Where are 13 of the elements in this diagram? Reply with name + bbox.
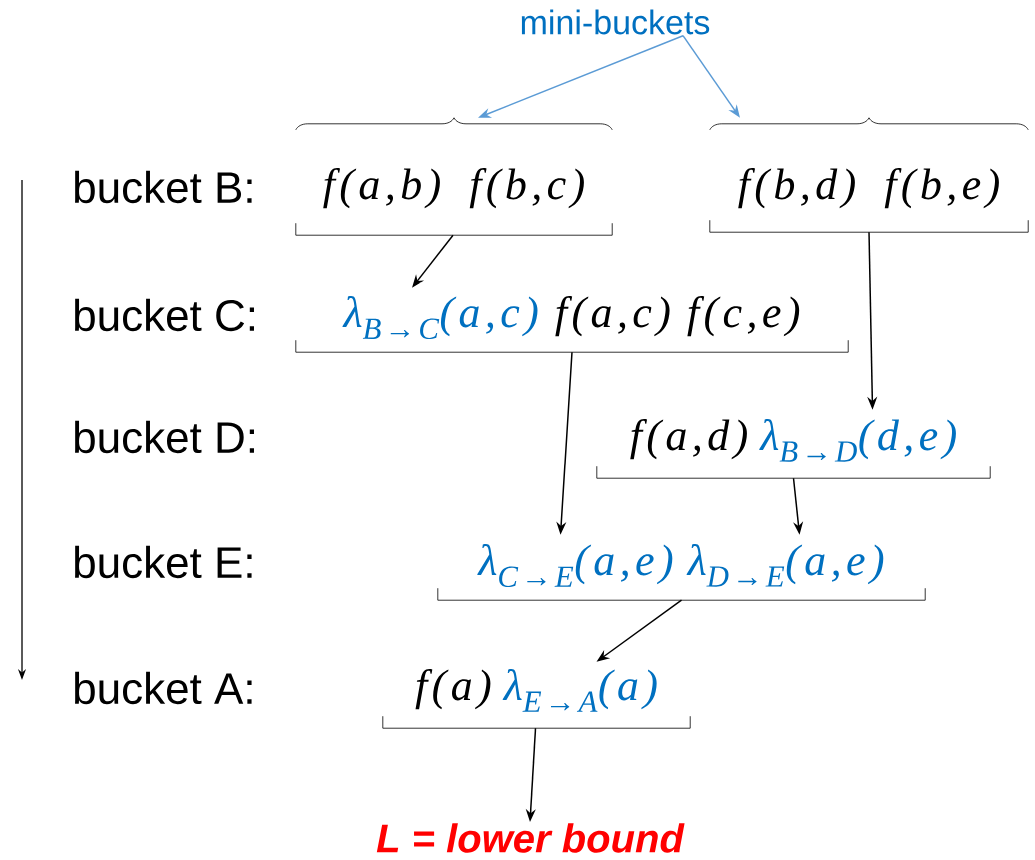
bucket-label: bucket D: xyxy=(75,420,254,454)
function-group: λ$_{C→E}$(a,e) λ$_{D→E}$(a,e) xyxy=(437,544,926,601)
function-group: f(a,d) λ$_{B→D}$(d,e) xyxy=(596,419,991,479)
result-label: L = lower bound xyxy=(376,823,685,853)
bucket-label: bucket E: xyxy=(75,545,252,579)
bucket-label: bucket C: xyxy=(75,298,254,332)
bucket-label: bucket A: xyxy=(75,671,252,705)
function-group: f(b,d) f(b,e) xyxy=(709,117,1029,233)
function-group: λ$_{B→C}$(a,c) f(a,c) f(c,e) xyxy=(295,296,849,353)
function-group: f(a,b) f(b,c) xyxy=(295,117,613,236)
group-caption: mini-buckets xyxy=(521,9,710,35)
bucket-label: bucket B: xyxy=(75,170,252,204)
function-group: f(a) λ$_{E→A}$(a) xyxy=(382,669,691,729)
